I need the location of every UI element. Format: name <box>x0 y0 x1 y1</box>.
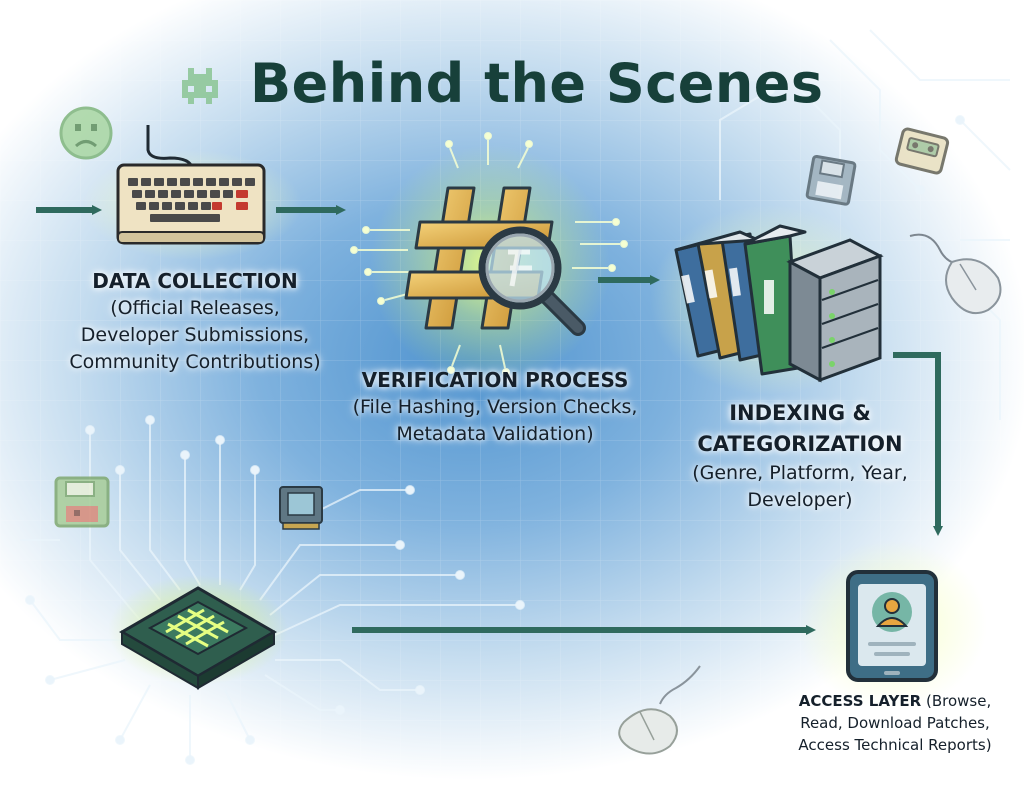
step-description-line: Developer) <box>747 489 853 511</box>
step-description-line: (File Hashing, Version Checks, <box>352 396 638 418</box>
flow-arrows <box>36 205 943 635</box>
step-description-line: Access Technical Reports) <box>798 736 992 754</box>
computer-mouse-icon <box>909 233 1002 314</box>
step-description-line: Developer Submissions, <box>80 324 310 346</box>
step-access-label: ACCESS LAYER (Browse, Read, Download Pat… <box>770 690 1020 756</box>
step-description-line: (Browse, <box>921 692 992 710</box>
circuit-traces <box>20 29 1011 765</box>
step-heading: ACCESS LAYER <box>798 692 922 710</box>
step-heading: DATA COLLECTION <box>92 269 298 293</box>
step-heading: INDEXING & <box>729 401 871 425</box>
arrow-indexing-to-access <box>893 352 943 536</box>
step-description-line: Read, Download Patches, <box>800 714 990 732</box>
memory-chip-icon <box>279 486 323 530</box>
step-heading: VERIFICATION PROCESS <box>361 368 629 392</box>
tablet-user-icon <box>797 540 987 710</box>
pixel-floppy-icon <box>54 476 110 528</box>
step-description-line: (Genre, Platform, Year, <box>692 462 908 484</box>
sad-face-icon <box>59 106 113 160</box>
step-description-line: Metadata Validation) <box>396 423 594 445</box>
step-data-collection-label: DATA COLLECTION (Official Releases, Deve… <box>40 268 350 376</box>
binders-server-icon <box>650 205 890 395</box>
step-description-line: Community Contributions) <box>69 351 321 373</box>
step-heading: CATEGORIZATION <box>697 432 903 456</box>
step-indexing-label: INDEXING & CATEGORIZATION (Genre, Platfo… <box>655 398 945 514</box>
cassette-icon <box>894 127 950 175</box>
floppy-disk-icon <box>805 154 857 206</box>
space-invader-icon <box>182 68 218 104</box>
keyboard-icon <box>82 125 302 260</box>
cpu-chip-icon <box>108 575 288 690</box>
hash-magnifier-icon <box>350 132 628 385</box>
step-description-line: (Official Releases, <box>110 297 280 319</box>
page-title: Behind the Scenes <box>250 52 824 115</box>
step-verification-label: VERIFICATION PROCESS (File Hashing, Vers… <box>330 367 660 448</box>
computer-mouse-icon <box>618 665 701 755</box>
